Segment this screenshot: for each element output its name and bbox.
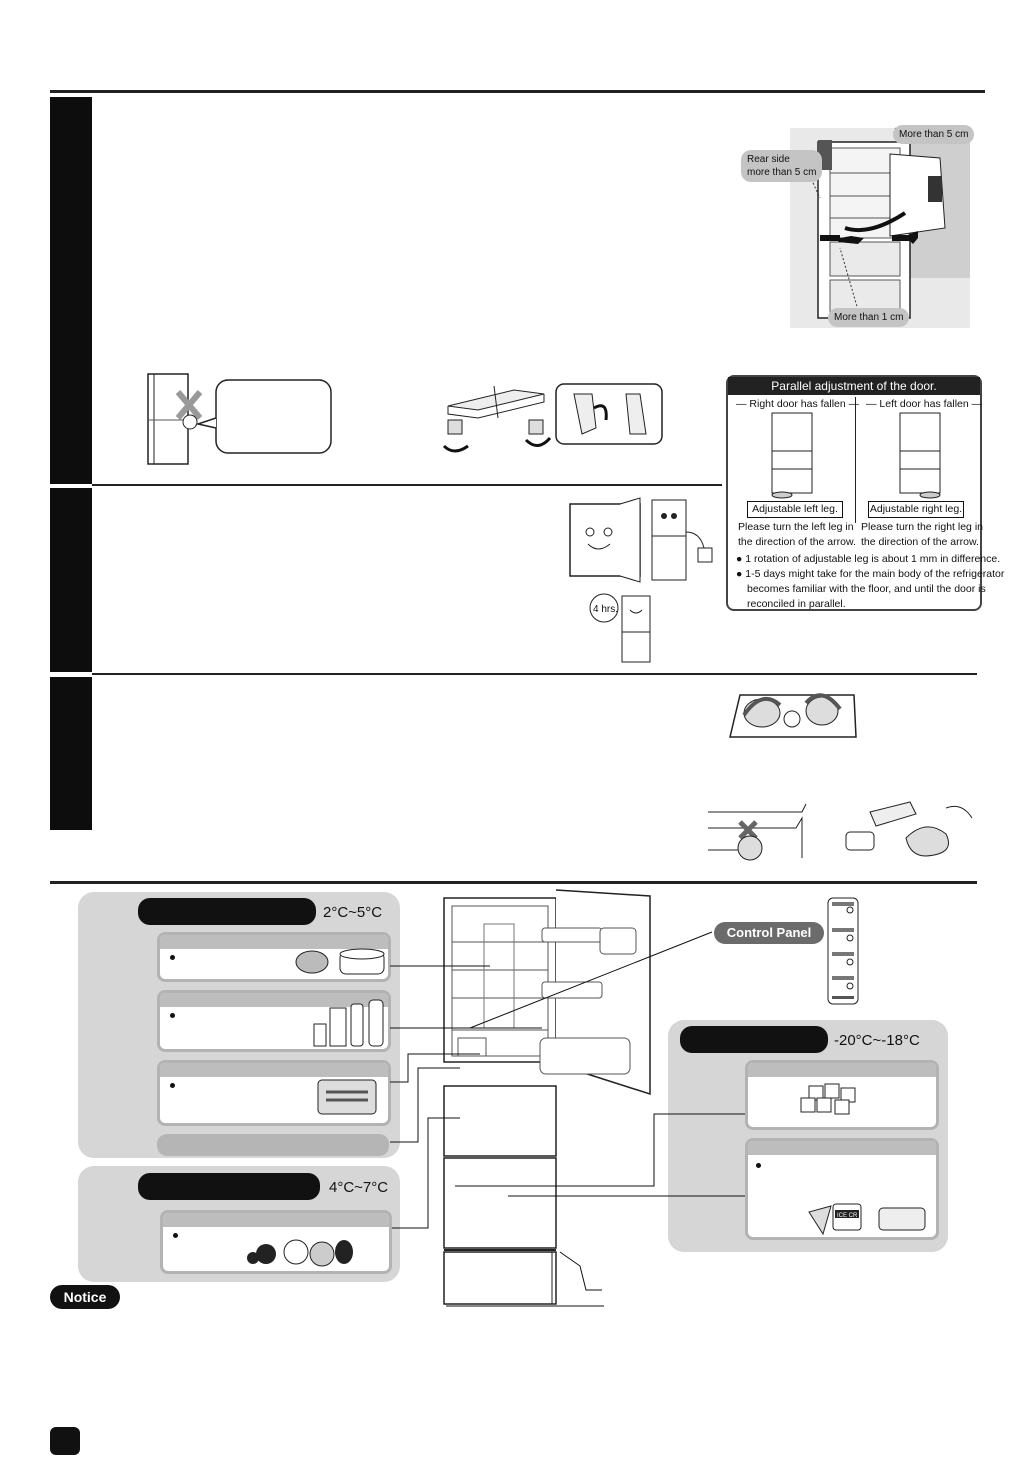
freezer-zone-temp: -20°C~-18°C — [834, 1032, 920, 1049]
section-rule-3 — [92, 673, 977, 675]
side-fridge-drawing — [147, 373, 332, 465]
section-tab-2 — [50, 488, 92, 672]
door-adjust-divider — [855, 397, 856, 523]
section-tab-3 — [50, 677, 92, 830]
storage-illustration — [706, 798, 982, 868]
leg-adjust-drawing — [442, 383, 663, 453]
zone-panel-frozen-header — [748, 1141, 936, 1155]
adjust-note-1-text: 1 rotation of adjustable leg is about 1 … — [745, 553, 1001, 565]
adjust-note-3: becomes familiar with the floor, and unt… — [747, 583, 986, 595]
storage-drawing — [708, 801, 973, 861]
refrigerator-diagram — [443, 889, 651, 1305]
right-door-header-text: Right door has fallen — [749, 398, 846, 410]
left-leg-instruction: Please turn the left leg in the directio… — [738, 521, 856, 548]
food-icons — [247, 948, 385, 1267]
wrap-food-drawing — [729, 693, 857, 738]
bullet-dot — [170, 955, 175, 960]
leg-adjust-illustration — [434, 380, 664, 460]
fridge-zone-temp: 2°C~5°C — [323, 904, 383, 921]
page-number-block — [50, 1427, 80, 1455]
section-tab-1 — [50, 97, 92, 484]
adjust-note-2: ● 1-5 days might take for the main body … — [736, 568, 1005, 580]
wrapping-illustration — [722, 685, 858, 741]
zone-panel-vegetables — [160, 1210, 392, 1274]
cleaning-illustration: 4 hrs. — [560, 492, 720, 664]
door-adjust-panel: Parallel adjustment of the door. — Right… — [726, 375, 1004, 611]
freezer-zone-title-bar — [680, 1026, 828, 1053]
zone-panel-chilled-header — [160, 1063, 388, 1077]
control-panel-device — [827, 897, 859, 1005]
zone-panel-bottom-bar — [157, 1134, 389, 1156]
bullet-dot — [173, 1233, 178, 1238]
vegetable-zone-title-bar — [138, 1173, 320, 1200]
section-rule-2 — [92, 484, 722, 486]
top-rule — [50, 90, 985, 93]
bullet-dot — [170, 1083, 175, 1088]
right-leg-instruction: Please turn the right leg in the directi… — [861, 521, 983, 548]
clearance-side-bubble: More than 1 cm — [828, 308, 910, 327]
zone-panel-vegetables-header — [163, 1213, 389, 1227]
adjust-note-4: reconciled in parallel. — [747, 598, 846, 610]
adjust-note-2-text: 1-5 days might take for the main body of… — [745, 568, 1005, 580]
left-door-header-text: Left door has fallen — [879, 398, 969, 410]
adjust-note-1: ● 1 rotation of adjustable leg is about … — [736, 553, 1001, 565]
clearance-rear-bubble: Rear side more than 5 cm — [741, 150, 823, 182]
bullet-dot — [170, 1013, 175, 1018]
freezer-icons: ICE CR — [800, 1083, 926, 1236]
cleaning-drawing: 4 hrs. — [569, 497, 713, 663]
left-door-header: — Left door has fallen — — [866, 398, 983, 410]
zones-rule — [50, 881, 977, 884]
door-adjust-title: Parallel adjustment of the door. — [728, 377, 980, 395]
control-panel-label: Control Panel — [714, 922, 824, 944]
zone-panel-ice-header — [748, 1063, 936, 1077]
wait-badge: 4 hrs. — [593, 604, 618, 615]
bullet-dot — [756, 1163, 761, 1168]
adjustable-right-leg-label: Adjustable right leg. — [868, 501, 964, 518]
zone-panel-door-pockets-header — [160, 993, 388, 1007]
vegetable-zone-temp: 4°C~7°C — [329, 1179, 389, 1196]
right-door-header: — Right door has fallen — — [736, 398, 860, 410]
door-adjust-fridges — [771, 412, 941, 499]
ice-cream-label: ICE CR — [837, 1213, 858, 1219]
adjustable-left-leg-label: Adjustable left leg. — [747, 501, 843, 518]
fridge-zone-title-bar — [138, 898, 316, 925]
zone-panel-shelves-header — [160, 935, 388, 949]
clearance-top-bubble: More than 5 cm — [893, 125, 975, 144]
notice-pill: Notice — [50, 1285, 120, 1309]
leg-warning-illustration — [140, 370, 336, 468]
